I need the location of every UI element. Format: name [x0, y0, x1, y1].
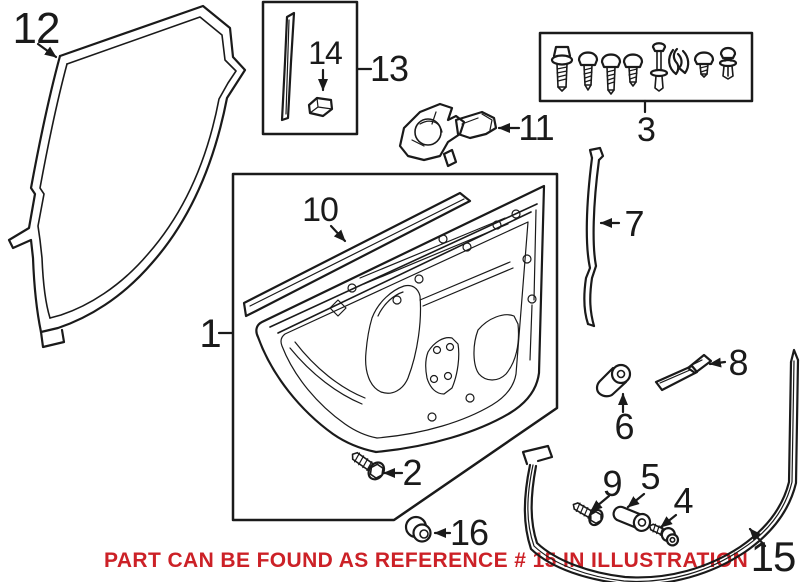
pan-head-screw-short-icon	[622, 53, 644, 87]
belt-molding-strip-drawing	[242, 191, 472, 318]
callout-label-12: 12	[12, 4, 61, 53]
door-check-strap-drawing	[398, 102, 498, 168]
callout-label-3: 3	[637, 111, 656, 149]
hex-flange-screw-drawing	[351, 451, 386, 481]
callout-label-8: 8	[728, 342, 748, 383]
lower-door-weatherstrip-drawing	[521, 348, 800, 582]
callout-label-14: 14	[308, 35, 343, 71]
hex-flange-bolt-icon	[550, 45, 574, 92]
callout-label-9: 9	[602, 463, 622, 504]
retaining-clip-drawing	[307, 96, 334, 118]
callout-label-13: 13	[369, 48, 409, 89]
socket-bolt-drawing	[595, 363, 632, 398]
caption-text: PART CAN BE FOUND AS REFERENCE # 15 IN I…	[104, 549, 749, 572]
grommet-drawing	[404, 515, 432, 543]
door-panel-box	[231, 172, 559, 522]
pan-head-screw-icon	[577, 51, 599, 91]
callout-label-6: 6	[614, 406, 634, 447]
callout-label-10: 10	[302, 191, 339, 229]
callout-label-11: 11	[518, 107, 554, 148]
callout-label-4: 4	[673, 480, 693, 521]
pillar-trim-inset-box	[261, 0, 359, 136]
window-guide-seal-drawing	[583, 146, 605, 328]
callout-arrows	[36, 42, 767, 548]
callout-label-1: 1	[199, 312, 221, 356]
dome-screw-icon	[693, 51, 715, 78]
pan-head-screw-long-icon	[600, 53, 622, 95]
spring-clip-icon	[668, 47, 690, 76]
callout-label-2: 2	[402, 452, 422, 493]
guide-bracket-drawing	[654, 353, 713, 392]
sleeve-bolt-drawing	[612, 505, 652, 533]
pin-rivet-icon	[649, 42, 669, 92]
door-opening-weatherstrip-drawing	[7, 4, 247, 349]
hex-screw-drawing	[572, 502, 604, 527]
callout-label-16: 16	[449, 512, 489, 553]
callout-label-5: 5	[640, 456, 660, 497]
door-shell-drawing	[255, 184, 546, 454]
callout-label-7: 7	[624, 203, 644, 244]
washer-screw-drawing	[648, 523, 680, 547]
fastener-hardware-kit-box	[538, 31, 754, 103]
callout-label-15: 15	[750, 533, 797, 580]
push-rivet-icon	[718, 46, 738, 80]
